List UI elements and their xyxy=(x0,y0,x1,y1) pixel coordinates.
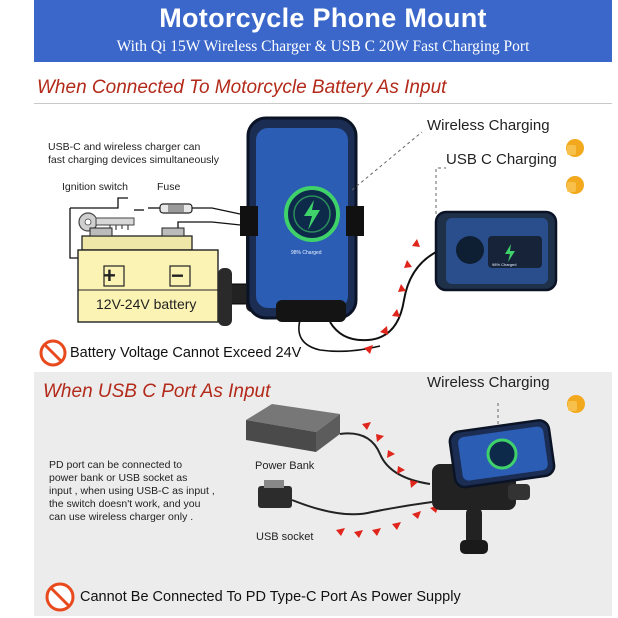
battery-minus: − xyxy=(171,263,184,288)
desc-line-2: power bank or USB socket as xyxy=(49,472,188,484)
note-line-1: USB-C and wireless charger can xyxy=(48,141,201,153)
note-line-2: fast charging devices simultaneously xyxy=(48,154,220,166)
current-arrows xyxy=(364,239,420,354)
header-banner: Motorcycle Phone Mount With Qi 15W Wirel… xyxy=(34,0,612,62)
section-divider xyxy=(34,103,612,104)
prohibited-icon xyxy=(39,339,67,367)
phone2-screen-status: 98% Charged xyxy=(492,262,517,267)
battery-plus: + xyxy=(103,263,116,288)
key-icon xyxy=(78,212,135,232)
desc-line-5: can use wireless charger only . xyxy=(49,511,194,523)
page-subtitle: With Qi 15W Wireless Charger & USB C 20W… xyxy=(116,38,530,55)
desc-line-1: PD port can be connected to xyxy=(49,459,183,471)
input-arrows xyxy=(336,422,439,538)
wireless-charging-label: Wireless Charging xyxy=(427,117,550,134)
phone-front xyxy=(240,116,364,322)
usbc-charging-label: USB C Charging xyxy=(446,151,557,168)
phone-side xyxy=(434,210,558,292)
phone-screen-status: 98% Charged xyxy=(291,250,322,256)
battery-voltage-label: 12V-24V battery xyxy=(96,296,197,312)
battery-warning: Battery Voltage Cannot Exceed 24V xyxy=(70,345,302,361)
coiled-cable xyxy=(329,249,441,342)
thumbs-up-icon xyxy=(566,139,584,194)
bottom-section-heading: When USB C Port As Input xyxy=(43,381,271,402)
desc-line-4: the switch doesn't work, and you xyxy=(49,498,201,510)
wireless-charging-label-bottom: Wireless Charging xyxy=(427,374,550,391)
mount-with-phone xyxy=(432,419,556,554)
desc-line-3: input , when using USB-C as input , xyxy=(49,485,215,497)
usb-socket-icon xyxy=(258,480,292,508)
prohibited-icon-bottom xyxy=(45,582,75,612)
power-bank-label: Power Bank xyxy=(255,460,315,472)
fuse-label: Fuse xyxy=(157,181,181,193)
ignition-switch-label: Ignition switch xyxy=(62,181,128,193)
fuse-icon xyxy=(159,203,193,214)
wiring-lines xyxy=(69,197,251,259)
input-cables xyxy=(291,432,433,516)
port-warning: Cannot Be Connected To PD Type-C Port As… xyxy=(80,589,461,605)
usb-socket-label: USB socket xyxy=(256,531,314,543)
thumbs-up-icon-bottom xyxy=(567,395,585,413)
page-title: Motorcycle Phone Mount xyxy=(159,3,487,33)
power-bank-icon xyxy=(246,404,340,452)
top-section-heading: When Connected To Motorcycle Battery As … xyxy=(37,77,447,98)
